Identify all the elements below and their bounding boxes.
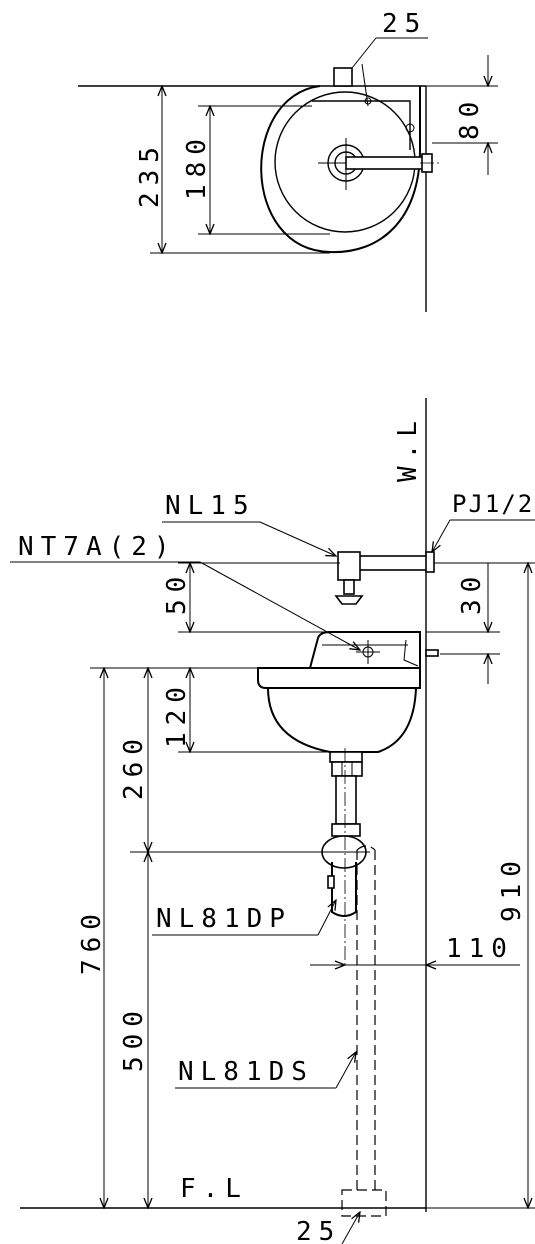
- trap-cleanout: [327, 875, 335, 889]
- faucet-valve: [343, 579, 355, 595]
- trap-bend: [331, 862, 357, 917]
- basin-bowl: [267, 687, 417, 753]
- plan-fitting-screw: [361, 63, 369, 107]
- label-floor-line: F.L: [180, 1174, 248, 1204]
- wall-fitting: [425, 551, 435, 573]
- trap-assembly: [321, 748, 367, 965]
- plan-side-hole: [364, 97, 372, 105]
- label-screw-leader: [199, 561, 360, 650]
- elevation-view: W.L NL15 PJ1/2 NT7A(2): [10, 398, 535, 1244]
- trap-tailpiece: [335, 775, 357, 825]
- dim-25-bottom-text: 25: [296, 1217, 341, 1244]
- label-supply-fitting: PJ1/2: [452, 490, 534, 518]
- label-supply-leader: [432, 519, 451, 552]
- label-trap-leader: [317, 900, 336, 936]
- trap-nut: [331, 823, 361, 837]
- plan-faucet-spout: [345, 156, 429, 170]
- dim-25-bottom-leader: [341, 1212, 360, 1244]
- plan-top-fitting: [333, 67, 353, 87]
- label-drain-pipe: NL81DS: [178, 1057, 314, 1087]
- label-drain-leader: [335, 1052, 356, 1089]
- plan-view: 25 80 235 180: [78, 9, 498, 312]
- label-faucet: NL15: [165, 491, 256, 521]
- label-faucet-leader-arrow: [259, 521, 336, 556]
- basin-side-bracket: [403, 639, 419, 667]
- faucet-assembly: [334, 551, 435, 605]
- drain-fitting: [329, 751, 363, 763]
- drain-pipe-assembly: [341, 845, 387, 1217]
- dim-760-text: 760: [77, 907, 107, 975]
- dim-110-text: 110: [446, 934, 514, 964]
- drain-nut: [331, 761, 363, 777]
- dim-25-top-leader: [351, 37, 377, 69]
- plan-basin-outline: [260, 85, 421, 254]
- dim-30-text: 30: [457, 570, 487, 615]
- label-trap: NL81DP: [156, 904, 292, 934]
- basin-elevation: [257, 631, 439, 777]
- label-screw: NT7A(2): [18, 532, 177, 562]
- dim-235-text: 235: [135, 140, 165, 208]
- faucet-handle: [334, 595, 364, 605]
- dim-260-text: 260: [119, 732, 149, 800]
- dim-910-text: 910: [497, 854, 527, 922]
- dim-50-text: 50: [162, 570, 192, 615]
- plan-deck-outline: [312, 100, 411, 150]
- dim-80-text: 80: [455, 95, 485, 140]
- basin-rim: [257, 667, 421, 689]
- plan-side-hole-right: [405, 123, 415, 133]
- dim-25-top-text: 25: [382, 9, 427, 39]
- label-wall-line: W.L: [393, 414, 423, 482]
- floor-flange: [341, 1189, 387, 1217]
- dim-180-text: 180: [182, 132, 212, 200]
- dim-500-text: 500: [119, 1004, 149, 1072]
- dim-120-text: 120: [162, 680, 192, 748]
- basin-backsplash: [309, 631, 421, 670]
- drain-pipe-top-bend: [356, 845, 376, 851]
- basin-side-pin: [425, 649, 439, 657]
- faucet-body: [337, 551, 361, 581]
